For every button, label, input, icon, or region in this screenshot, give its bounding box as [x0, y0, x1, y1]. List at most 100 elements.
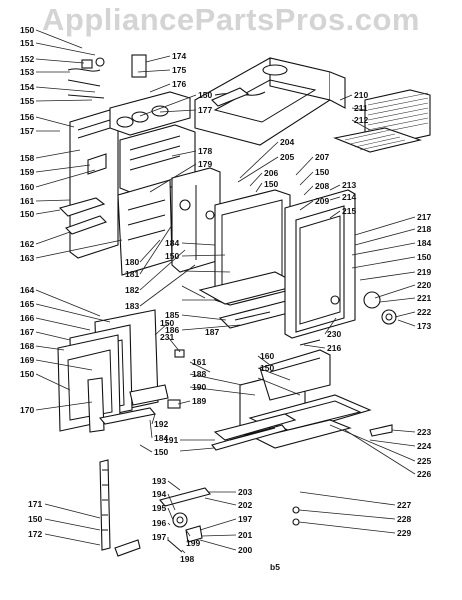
cooktop-assembly — [194, 57, 431, 153]
label-150: 150 — [20, 209, 34, 219]
label-179: 179 — [198, 159, 212, 169]
label-229: 229 — [397, 528, 411, 538]
label-201: 201 — [238, 530, 252, 540]
label-192: 192 — [154, 419, 168, 429]
label-190: 190 — [192, 382, 206, 392]
label-205: 205 — [280, 152, 294, 162]
label-231: 231 — [160, 332, 174, 342]
label-161: 161 — [192, 357, 206, 367]
label-203: 203 — [238, 487, 252, 497]
label-185: 185 — [165, 310, 179, 320]
label-188: 188 — [192, 369, 206, 379]
label-208: 208 — [315, 181, 329, 191]
label-150: 150 — [154, 447, 168, 457]
label-181: 181 — [125, 269, 139, 279]
label-150: 150 — [264, 179, 278, 189]
label-150: 150 — [165, 251, 179, 261]
label-156: 156 — [20, 112, 34, 122]
label-160: 160 — [260, 351, 274, 361]
label-165: 165 — [20, 299, 34, 309]
label-175: 175 — [172, 65, 186, 75]
label-158: 158 — [20, 153, 34, 163]
label-155: 155 — [20, 96, 34, 106]
diagram-code: b5 — [270, 562, 280, 572]
label-166: 166 — [20, 313, 34, 323]
label-162: 162 — [20, 239, 34, 249]
label-150: 150 — [198, 90, 212, 100]
label-196: 196 — [152, 518, 166, 528]
label-214: 214 — [342, 192, 356, 202]
label-219: 219 — [417, 267, 431, 277]
label-150: 150 — [260, 363, 274, 373]
label-224: 224 — [417, 441, 431, 451]
label-199: 199 — [186, 538, 200, 548]
label-159: 159 — [20, 167, 34, 177]
label-184: 184 — [165, 238, 179, 248]
label-150: 150 — [315, 167, 329, 177]
label-193: 193 — [152, 476, 166, 486]
label-176: 176 — [172, 79, 186, 89]
label-215: 215 — [342, 206, 356, 216]
label-213: 213 — [342, 180, 356, 190]
label-209: 209 — [315, 196, 329, 206]
label-164: 164 — [20, 285, 34, 295]
label-150: 150 — [160, 318, 174, 328]
label-222: 222 — [417, 307, 431, 317]
label-221: 221 — [417, 293, 431, 303]
label-174: 174 — [172, 51, 186, 61]
label-195: 195 — [152, 503, 166, 513]
label-228: 228 — [397, 514, 411, 524]
label-202: 202 — [238, 500, 252, 510]
label-157: 157 — [20, 126, 34, 136]
label-171: 171 — [28, 499, 42, 509]
label-150: 150 — [20, 25, 34, 35]
label-150: 150 — [417, 252, 431, 262]
label-197: 197 — [152, 532, 166, 542]
label-207: 207 — [315, 152, 329, 162]
label-223: 223 — [417, 427, 431, 437]
label-197: 197 — [238, 514, 252, 524]
oven-cavity — [198, 189, 302, 329]
rear-panel-assembly — [117, 167, 221, 276]
label-167: 167 — [20, 327, 34, 337]
label-182: 182 — [125, 285, 139, 295]
oven-front-frame — [284, 189, 397, 346]
watermark: AppliancePartsPros.com — [42, 2, 420, 37]
part-number-labels: 150 151 152 153 154 155 156 157 158 159 … — [20, 25, 431, 572]
label-161: 161 — [20, 196, 34, 206]
storage-drawer-assembly — [211, 349, 393, 451]
label-210: 210 — [354, 90, 368, 100]
label-227: 227 — [397, 500, 411, 510]
label-184: 184 — [417, 238, 431, 248]
label-170: 170 — [20, 405, 34, 415]
label-173: 173 — [417, 321, 431, 331]
label-226: 226 — [417, 469, 431, 479]
label-177: 177 — [198, 105, 212, 115]
label-151: 151 — [20, 38, 34, 48]
label-187: 187 — [205, 327, 219, 337]
label-163: 163 — [20, 253, 34, 263]
label-186: 186 — [165, 325, 179, 335]
label-180: 180 — [125, 257, 139, 267]
label-184: 184 — [154, 433, 168, 443]
label-217: 217 — [417, 212, 431, 222]
label-189: 189 — [192, 396, 206, 406]
label-220: 220 — [417, 280, 431, 290]
label-204: 204 — [280, 137, 294, 147]
label-216: 216 — [327, 343, 341, 353]
label-154: 154 — [20, 82, 34, 92]
label-152: 152 — [20, 54, 34, 64]
label-212: 212 — [354, 115, 368, 125]
label-198: 198 — [180, 554, 194, 564]
leader-lines — [35, 29, 416, 554]
label-150: 150 — [28, 514, 42, 524]
label-172: 172 — [28, 529, 42, 539]
label-169: 169 — [20, 355, 34, 365]
label-206: 206 — [264, 168, 278, 178]
label-153: 153 — [20, 67, 34, 77]
label-160: 160 — [20, 182, 34, 192]
label-211: 211 — [354, 103, 368, 113]
label-225: 225 — [417, 456, 431, 466]
hinge-and-rod-parts — [99, 459, 300, 557]
